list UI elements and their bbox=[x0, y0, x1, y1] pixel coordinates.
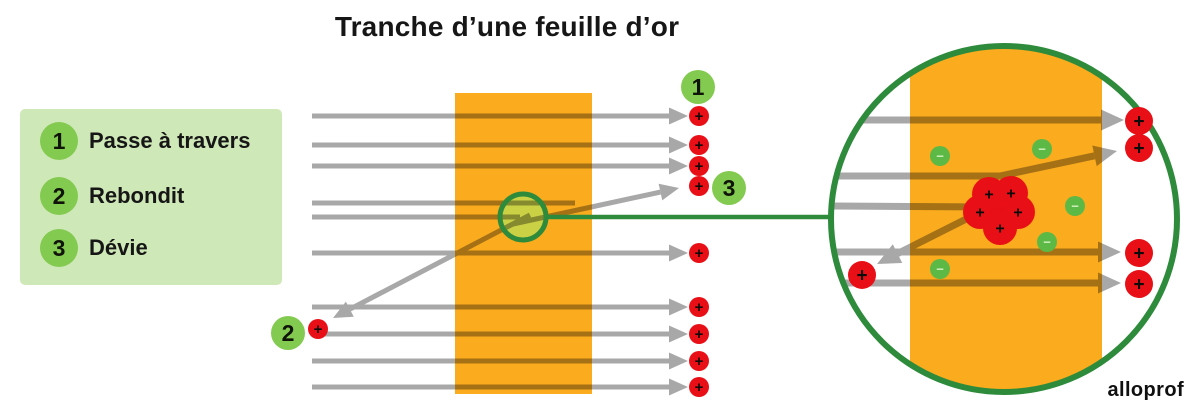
symbol-text: + bbox=[695, 178, 704, 195]
alpha-particle bbox=[689, 243, 709, 263]
arrowhead bbox=[669, 325, 688, 343]
arrowhead bbox=[669, 244, 688, 262]
marker-badge-2: 2 bbox=[271, 316, 305, 350]
symbol-text: 2 bbox=[282, 320, 295, 346]
symbol-text: + bbox=[695, 245, 704, 262]
legend-item-rebondit: 2 Rebondit bbox=[40, 177, 184, 215]
arrowhead bbox=[1098, 272, 1121, 294]
alpha-particle bbox=[848, 261, 876, 289]
symbol-text: + bbox=[1133, 139, 1144, 160]
alpha-particle bbox=[689, 351, 709, 371]
arrowhead bbox=[669, 352, 688, 370]
symbol-text: + bbox=[1133, 112, 1144, 133]
arrowhead bbox=[1101, 109, 1124, 131]
legend-box: 1 Passe à travers 2 Rebondit 3 Dévie bbox=[20, 109, 282, 285]
legend-item-passe-a-travers: 1 Passe à travers bbox=[40, 122, 250, 160]
symbol-text: + bbox=[856, 266, 867, 287]
arrowhead bbox=[658, 183, 679, 201]
symbol-text: + bbox=[695, 353, 704, 370]
symbol-text: + bbox=[1133, 275, 1144, 296]
electron bbox=[1037, 232, 1057, 252]
alpha-particle bbox=[689, 377, 709, 397]
arrowhead bbox=[669, 378, 688, 396]
legend-label: Passe à travers bbox=[89, 128, 251, 153]
symbol-text: + bbox=[695, 326, 704, 343]
marker-circle bbox=[712, 171, 746, 205]
legend-badge-3: 3 bbox=[40, 229, 78, 267]
alpha-particle bbox=[1125, 239, 1153, 267]
alpha-particle bbox=[689, 156, 709, 176]
ray-shaft bbox=[833, 152, 1096, 180]
symbol-text: + bbox=[695, 379, 704, 396]
symbol-text: + bbox=[314, 321, 323, 338]
marker-badge-1: 1 bbox=[681, 70, 715, 104]
symbol-text: + bbox=[695, 108, 704, 125]
symbol-text: + bbox=[1006, 186, 1015, 203]
symbol-text: + bbox=[695, 158, 704, 175]
electron bbox=[1065, 196, 1085, 216]
marker-badge-3: 3 bbox=[712, 171, 746, 205]
arrowhead bbox=[333, 301, 354, 318]
alpha-particle bbox=[1125, 134, 1153, 162]
alpha-ray-arrows bbox=[312, 107, 688, 396]
legend-label: Dévie bbox=[89, 235, 148, 260]
proton bbox=[983, 211, 1017, 245]
alpha-particle bbox=[1125, 270, 1153, 298]
symbol-text: 1 bbox=[692, 74, 705, 100]
marker-circle bbox=[681, 70, 715, 104]
marker-circle bbox=[271, 316, 305, 350]
alpha-particle bbox=[689, 106, 709, 126]
symbol-text: − bbox=[1043, 235, 1051, 250]
electron bbox=[930, 259, 950, 279]
arrowhead bbox=[669, 107, 688, 125]
alpha-particle bbox=[689, 324, 709, 344]
electron bbox=[1032, 139, 1052, 159]
ray-shaft bbox=[348, 212, 532, 312]
arrowhead bbox=[1092, 145, 1117, 167]
nucleus: +++++ bbox=[963, 176, 1035, 245]
legend-badge-2: 2 bbox=[40, 177, 78, 215]
loupe-ring bbox=[828, 43, 1180, 395]
alpha-particle bbox=[1125, 107, 1153, 135]
symbol-text: + bbox=[984, 187, 993, 204]
symbol-text: + bbox=[1013, 205, 1022, 222]
legend-badge-1: 1 bbox=[40, 122, 78, 160]
alpha-particle bbox=[689, 297, 709, 317]
symbol-text: + bbox=[695, 299, 704, 316]
symbol-text: + bbox=[695, 137, 704, 154]
symbol-text: − bbox=[1038, 142, 1046, 157]
symbol-text: + bbox=[995, 221, 1004, 238]
symbol-text: + bbox=[1133, 244, 1144, 265]
alloprof-logo: alloprof bbox=[1107, 379, 1184, 401]
magnified-view: −−−−−++++++++++ bbox=[828, 43, 1180, 395]
zoomed-ray-arrows bbox=[833, 109, 1124, 294]
symbol-text: − bbox=[1071, 199, 1079, 214]
diagram-title: Tranche d’une feuille d’or bbox=[334, 11, 680, 42]
legend-label: Rebondit bbox=[89, 183, 185, 208]
arrowhead bbox=[669, 157, 688, 175]
alpha-particle bbox=[308, 319, 328, 339]
legend-item-devie: 3 Dévie bbox=[40, 229, 148, 267]
alpha-particle bbox=[689, 176, 709, 196]
arrowhead bbox=[1098, 241, 1121, 263]
arrowhead bbox=[669, 298, 688, 316]
symbol-text: − bbox=[936, 149, 944, 164]
symbol-text: − bbox=[936, 262, 944, 277]
alpha-particle bbox=[689, 135, 709, 155]
ray-shaft bbox=[512, 189, 661, 227]
electron bbox=[930, 146, 950, 166]
symbol-text: + bbox=[975, 205, 984, 222]
arrowhead bbox=[669, 136, 688, 154]
symbol-text: 3 bbox=[723, 175, 736, 201]
